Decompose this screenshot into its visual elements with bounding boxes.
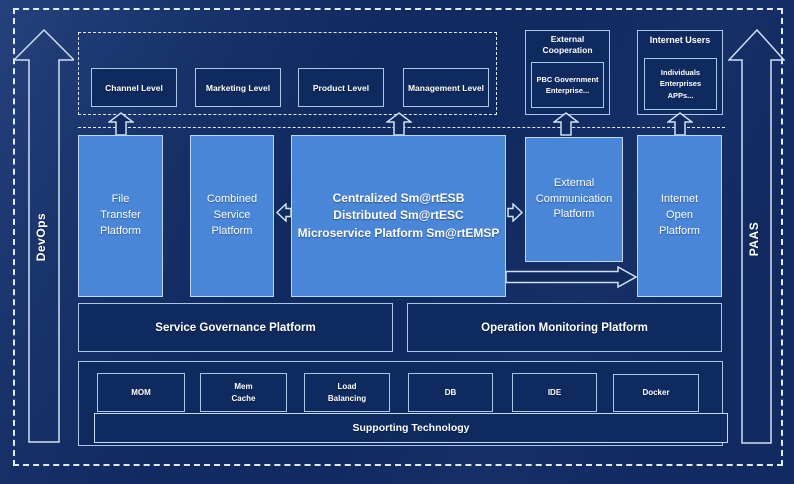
tech-box-docker: Docker [613,374,699,412]
level-box-channel: Channel Level [91,68,177,107]
platform-label: File Transfer Platform [100,193,141,237]
level-label: Management Level [407,82,485,93]
devops-up-arrow-icon [14,28,74,443]
governance-label: Service Governance Platform [155,321,316,334]
tech-box-db: DB [408,373,493,412]
business-levels-group [78,32,497,115]
devops-rail-label: DevOps [34,212,48,262]
internet-users-title: Internet Users [649,35,711,45]
internet-users-members: Individuals Enterprises APPs... [644,58,717,110]
level-label: Channel Level [105,82,163,93]
tech-label: MOM [131,387,151,397]
tech-box-mom: MOM [97,373,185,412]
tech-box-mem-cache: Mem Cache [200,373,287,412]
supporting-technology-bar: Supporting Technology [94,413,728,443]
tech-label: IDE [547,387,562,397]
external-cooperation-title: External Cooperation [542,34,593,56]
governance-label: Operation Monitoring Platform [481,321,648,334]
service-governance-platform-bar: Service Governance Platform [78,303,393,352]
left-arrow-icon [276,203,292,222]
platform-label: Combined Service Platform [206,193,258,237]
external-cooperation-members: PBC Government Enterprise... [531,62,604,108]
tech-label: Load Balancing [327,382,367,403]
external-communication-platform-box: External Communication Platform [525,137,623,262]
up-arrow-icon [553,112,579,136]
paas-rail-label: PAAS [747,221,761,257]
level-box-marketing: Marketing Level [195,68,281,107]
level-label: Marketing Level [205,82,271,93]
platform-label: External Communication Platform [535,176,613,221]
operation-monitoring-platform-bar: Operation Monitoring Platform [407,303,722,352]
internet-users-box: Internet Users Individuals Enterprises A… [637,30,723,115]
outer-dashed-border [13,8,783,466]
tech-box-ide: IDE [512,373,597,412]
tech-label: Mem Cache [231,382,256,403]
up-arrow-icon [667,112,693,136]
level-label: Product Level [312,82,370,93]
level-box-management: Management Level [403,68,489,107]
right-arrow-icon [507,203,523,222]
tech-label: DB [444,387,457,397]
file-transfer-platform-box: File Transfer Platform [78,135,163,297]
esb-suite-platform-box: Centralized Sm@rtESB Distributed Sm@rtES… [291,135,506,297]
tech-box-load-balancing: Load Balancing [304,373,390,412]
combined-service-platform-box: Combined Service Platform [190,135,274,297]
tech-label: Docker [642,388,670,398]
up-arrow-icon [386,112,412,136]
platform-label: Centralized Sm@rtESB Distributed Sm@rtES… [297,190,500,240]
external-cooperation-box: External Cooperation PBC Government Ente… [525,30,610,115]
supporting-technology-label: Supporting Technology [352,422,470,434]
up-arrow-icon [108,112,134,136]
paas-up-arrow-icon [728,28,785,444]
internet-open-platform-box: Internet Open Platform [637,135,722,297]
long-right-arrow-icon [506,266,637,288]
platform-label: Internet Open Platform [659,193,700,237]
level-box-product: Product Level [298,68,384,107]
